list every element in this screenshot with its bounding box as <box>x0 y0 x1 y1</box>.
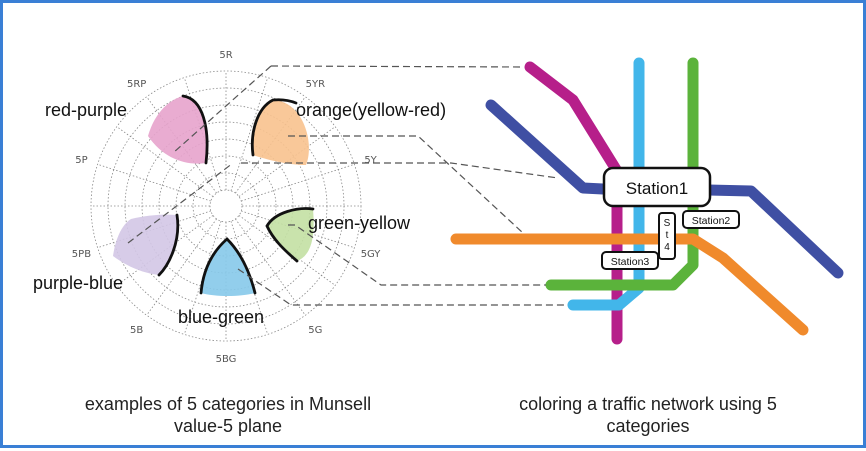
network-line <box>524 61 623 345</box>
station4-box <box>658 212 676 260</box>
caption-right-line1: coloring a traffic network using 5 <box>519 394 777 414</box>
leader-line <box>241 162 559 179</box>
hue-label: 5YR <box>306 79 325 90</box>
wheel-ring <box>192 172 260 240</box>
label-green-yellow: green-yellow <box>308 213 411 233</box>
wheel-ring <box>209 189 243 223</box>
category-region <box>252 100 309 165</box>
label-purple-blue: purple-blue <box>33 273 123 293</box>
network-line <box>545 57 699 291</box>
station4-char: t <box>666 230 669 241</box>
hue-label: 5RP <box>127 79 146 90</box>
category-region-outline <box>265 207 315 263</box>
category-region-outline <box>157 213 180 277</box>
caption-left: examples of 5 categories in Munsell valu… <box>43 393 413 437</box>
station1-label: Station1 <box>626 179 688 198</box>
wheel-spoke <box>241 163 355 202</box>
category-region-outline <box>250 98 298 157</box>
station2-box <box>682 210 740 229</box>
network-line <box>485 99 844 279</box>
caption-right-line2: categories <box>606 416 690 436</box>
hue-label: 5BG <box>216 354 237 365</box>
wheel-spoke <box>183 77 222 191</box>
wheel-spoke <box>97 163 211 202</box>
leader-line <box>127 162 234 244</box>
leader-line <box>288 135 524 234</box>
hue-label: 5P <box>75 155 87 166</box>
station1-box <box>602 166 712 208</box>
leader-line <box>270 65 524 68</box>
station2-label: Station2 <box>692 215 731 227</box>
wheel-spoke <box>235 218 306 316</box>
wheel-ring <box>90 70 362 342</box>
wheel-spoke <box>230 77 269 191</box>
caption-left-line1: examples of 5 categories in Munsell <box>84 394 372 414</box>
station4-char: S <box>664 218 671 229</box>
hue-label: 5R <box>219 50 232 61</box>
hue-label: 5PB <box>72 249 91 260</box>
leader-line <box>288 224 546 286</box>
leader-line <box>237 268 568 306</box>
category-region-outline <box>181 94 209 165</box>
caption-right: coloring a traffic network using 5 categ… <box>483 393 813 437</box>
station3-box <box>601 251 659 270</box>
station3-label: Station3 <box>611 256 650 268</box>
hue-label: 5GY <box>361 249 382 260</box>
category-labels: red-purple orange(yellow-red) green-yell… <box>33 100 446 327</box>
label-red-purple: red-purple <box>45 100 127 120</box>
label-orange: orange(yellow-red) <box>296 100 446 120</box>
hue-label: 5Y <box>364 155 377 166</box>
diagram-canvas: 5R 5YR 5Y 5GY 5G 5BG 5B 5PB 5P 5RP red-purple ora… <box>33 50 844 365</box>
category-region <box>267 208 314 261</box>
category-region <box>148 96 208 164</box>
wheel-spoke <box>146 218 217 316</box>
leader-lines <box>127 65 568 306</box>
category-region <box>113 214 178 275</box>
network-line <box>450 233 809 336</box>
label-blue-green: blue-green <box>178 307 264 327</box>
hue-label: 5G <box>308 325 322 336</box>
caption-left-line2: value-5 plane <box>173 416 283 436</box>
category-region-outline <box>199 237 257 295</box>
wheel-spoke <box>116 126 214 197</box>
hue-label: 5B <box>130 325 143 336</box>
station4-char: 4 <box>664 242 670 253</box>
color-category-regions <box>113 94 315 296</box>
